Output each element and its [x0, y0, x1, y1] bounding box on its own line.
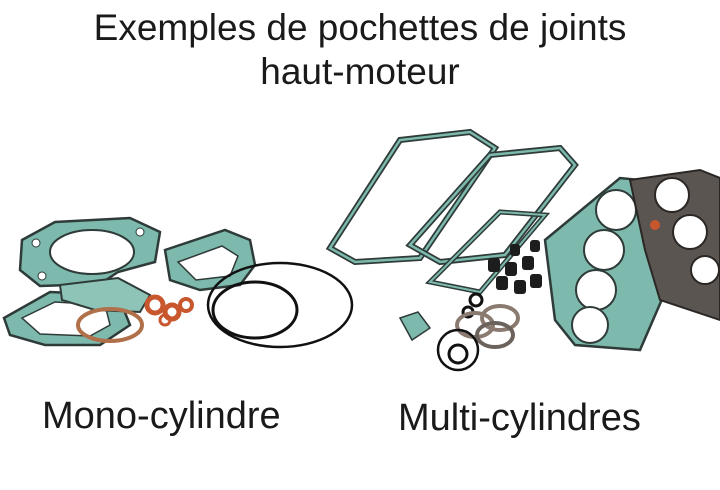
title-line-2: haut-moteur	[260, 51, 460, 92]
mono-orange-seal	[144, 294, 166, 316]
multi-o-ring	[436, 328, 480, 372]
caption-mono-cylindre: Mono-cylindre	[42, 395, 281, 437]
title-line-1: Exemples de pochettes de joints	[93, 7, 627, 48]
mono-cylinder-gasket-set	[2, 216, 354, 349]
mono-o-ring-small	[211, 280, 299, 340]
mono-o-ring-large	[206, 261, 354, 349]
page-title: Exemples de pochettes de joints haut-mot…	[0, 6, 720, 94]
caption-multi-cylindres: Multi-cylindres	[398, 397, 641, 439]
multi-cylinder-gasket-set	[325, 128, 720, 372]
mono-copper-ring	[76, 307, 144, 343]
multi-valve-stem-seals	[488, 240, 542, 294]
